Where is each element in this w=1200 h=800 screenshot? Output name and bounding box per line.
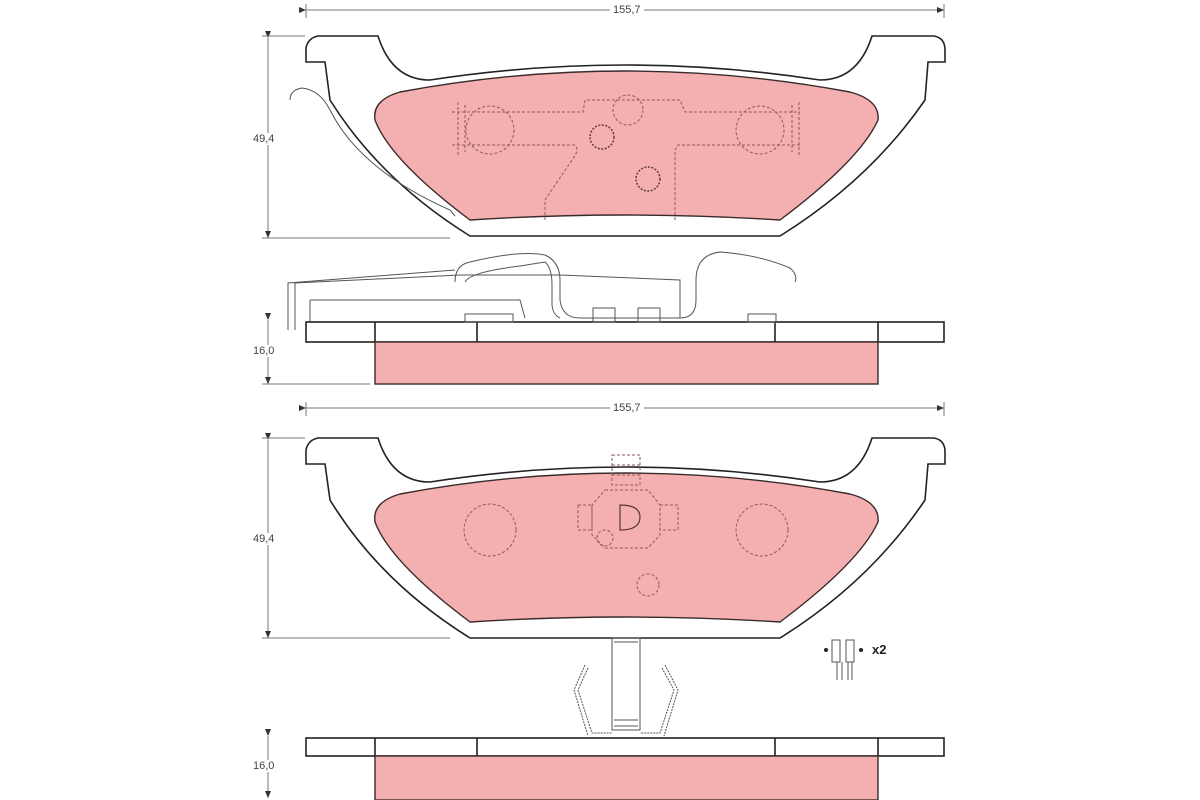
wear-sensor-clip-icon xyxy=(824,639,863,680)
top-height-label: 49,4 xyxy=(250,133,278,145)
top-thickness-label: 16,0 xyxy=(250,345,278,357)
backing-plate xyxy=(305,35,946,237)
bottom-thickness-label: 16,0 xyxy=(250,760,278,772)
friction-material xyxy=(374,70,879,221)
outer-pad-front-view xyxy=(262,4,946,239)
backing-plate-2 xyxy=(305,437,946,639)
wear-indicator-clip xyxy=(573,637,679,737)
inner-pad-front-view xyxy=(262,402,946,639)
bottom-width-label: 155,7 xyxy=(610,402,644,414)
friction-material-side xyxy=(374,341,879,385)
accessory-quantity-label: x2 xyxy=(872,642,887,657)
spring-clip xyxy=(289,87,456,217)
top-width-label: 155,7 xyxy=(610,4,644,16)
backing-plate-side xyxy=(305,321,945,343)
inner-pad-side-view xyxy=(265,729,945,800)
bottom-height-label: 49,4 xyxy=(250,533,278,545)
outer-pad-side-view xyxy=(262,251,945,385)
